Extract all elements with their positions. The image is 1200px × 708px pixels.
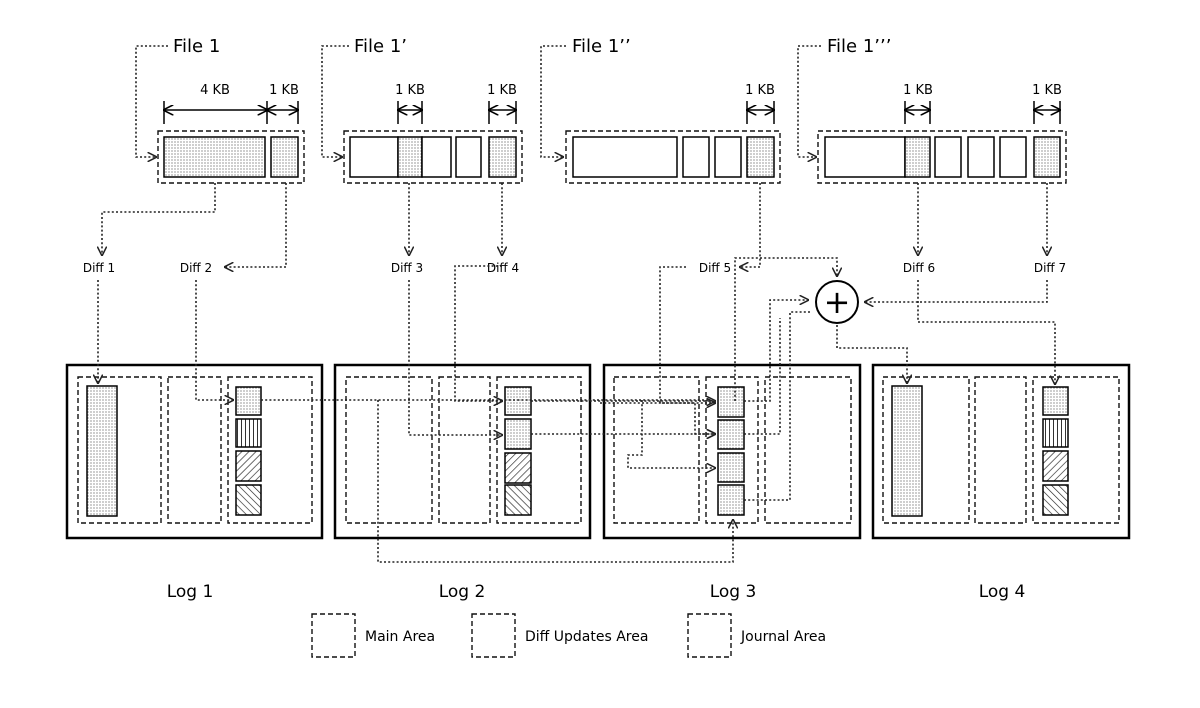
file-4-container <box>817 130 1067 184</box>
file-4-block-diff-b <box>1033 136 1061 178</box>
log-labels: Log 1 Log 2 Log 3 Log 4 <box>167 582 1026 602</box>
file-2-block-diff-b <box>488 136 517 178</box>
diff-4-label: Diff 4 <box>487 261 519 275</box>
log-2-frame <box>333 363 592 540</box>
file-to-diff-arrows <box>102 183 1047 267</box>
file-1-size-b: 1 KB <box>269 83 299 98</box>
log-4-label: Log 4 <box>979 582 1026 602</box>
log-1-journal-block-4 <box>235 484 262 516</box>
file-1: File 1 4 KB 1 KB <box>135 36 305 184</box>
log-1-diff-area <box>167 376 222 524</box>
log-2-journal-block-4 <box>504 484 532 516</box>
log-1-journal-area <box>227 376 313 524</box>
file-3-container <box>565 130 781 184</box>
file-3-size-a: 1 KB <box>745 83 775 98</box>
legend-diff-swatch <box>471 613 516 658</box>
log-4-journal-block-1 <box>1042 386 1069 416</box>
log-3-diff-block-4 <box>717 484 745 516</box>
file-4-block-diff-a <box>904 136 931 178</box>
file-2-label: File 1’ <box>354 36 407 57</box>
log-2-journal-block-1 <box>504 386 532 416</box>
diff-6-label: Diff 6 <box>903 261 935 275</box>
diff-7-label: Diff 7 <box>1034 261 1066 275</box>
log-1-label: Log 1 <box>167 582 214 602</box>
log-1-journal-block-2 <box>235 418 262 448</box>
log-1-journal-block-3 <box>235 450 262 482</box>
log-4-file-block <box>891 385 923 517</box>
log-4 <box>871 363 1131 540</box>
file-4-size-a: 1 KB <box>903 83 933 98</box>
file-2-block-diff-a <box>397 136 423 178</box>
legend-journal-label: Journal Area <box>740 629 826 645</box>
log-3-diff-block-3 <box>717 452 745 483</box>
file-4-label: File 1’’’ <box>827 36 891 57</box>
legend: Main Area Diff Updates Area Journal Area <box>311 613 826 658</box>
log-3-diff-block-2 <box>717 419 745 450</box>
log-3-diff-block-1 <box>717 386 745 418</box>
file-4-size-b: 1 KB <box>1032 83 1062 98</box>
legend-diff-label: Diff Updates Area <box>525 629 648 645</box>
log-1-journal-block-1 <box>235 386 262 416</box>
file-2-size-a: 1 KB <box>395 83 425 98</box>
log-4-journal-block-4 <box>1042 484 1069 516</box>
file-3-arrow <box>540 45 566 157</box>
file-1-double-prime: File 1’’ 1 KB <box>540 36 781 184</box>
log-1 <box>65 363 324 540</box>
log-2 <box>333 363 592 540</box>
combine-operator: + <box>815 280 859 324</box>
diff-to-log-arrows <box>98 257 1055 563</box>
log-1-file-block <box>86 385 118 517</box>
log-2-journal-block-2 <box>504 418 532 450</box>
diff-5-label: Diff 5 <box>699 261 731 275</box>
log-2-diff-area <box>438 376 491 524</box>
diff-3-label: Diff 3 <box>391 261 423 275</box>
log-4-journal-area <box>1032 376 1120 524</box>
file-1-prime: File 1’ 1 KB 1 KB <box>321 36 523 184</box>
log-4-diff-area <box>974 376 1027 524</box>
log-1-main-area <box>77 376 162 524</box>
file-1-block-small <box>270 136 299 178</box>
file-1-size-a: 4 KB <box>200 83 230 98</box>
log-2-journal-area <box>496 376 582 524</box>
log-2-journal-block-3 <box>504 452 532 484</box>
file-3-label: File 1’’ <box>572 36 631 57</box>
log-2-main-area <box>345 376 433 524</box>
diff-1-label: Diff 1 <box>83 261 115 275</box>
file-1-container <box>157 130 305 184</box>
file-2-arrow <box>321 45 349 157</box>
log-4-journal-block-2 <box>1042 418 1069 448</box>
diff-2-label: Diff 2 <box>180 261 212 275</box>
file-1-triple-prime: File 1’’’ 1 KB 1 KB <box>797 36 1067 184</box>
diff-labels: Diff 1 Diff 2 Diff 3 Diff 4 Diff 5 Diff … <box>83 261 1066 275</box>
log-4-main-area <box>882 376 970 524</box>
file-4-arrow <box>797 45 821 157</box>
file-3-block-diff <box>746 136 775 178</box>
file-1-block-main <box>163 136 266 178</box>
log-3-label: Log 3 <box>710 582 757 602</box>
log-2-label: Log 2 <box>439 582 486 602</box>
log-3-journal-area <box>764 376 852 524</box>
legend-main-swatch <box>311 613 356 658</box>
legend-main-label: Main Area <box>365 629 435 645</box>
log-3 <box>602 363 862 540</box>
file-1-arrow <box>135 45 168 157</box>
file-1-label: File 1 <box>173 36 220 57</box>
file-2-size-b: 1 KB <box>487 83 517 98</box>
file-2-container <box>343 130 523 184</box>
log-3-main-area <box>613 376 700 524</box>
plus-icon: + <box>824 283 851 321</box>
log-4-journal-block-3 <box>1042 450 1069 482</box>
legend-journal-swatch <box>687 613 732 658</box>
